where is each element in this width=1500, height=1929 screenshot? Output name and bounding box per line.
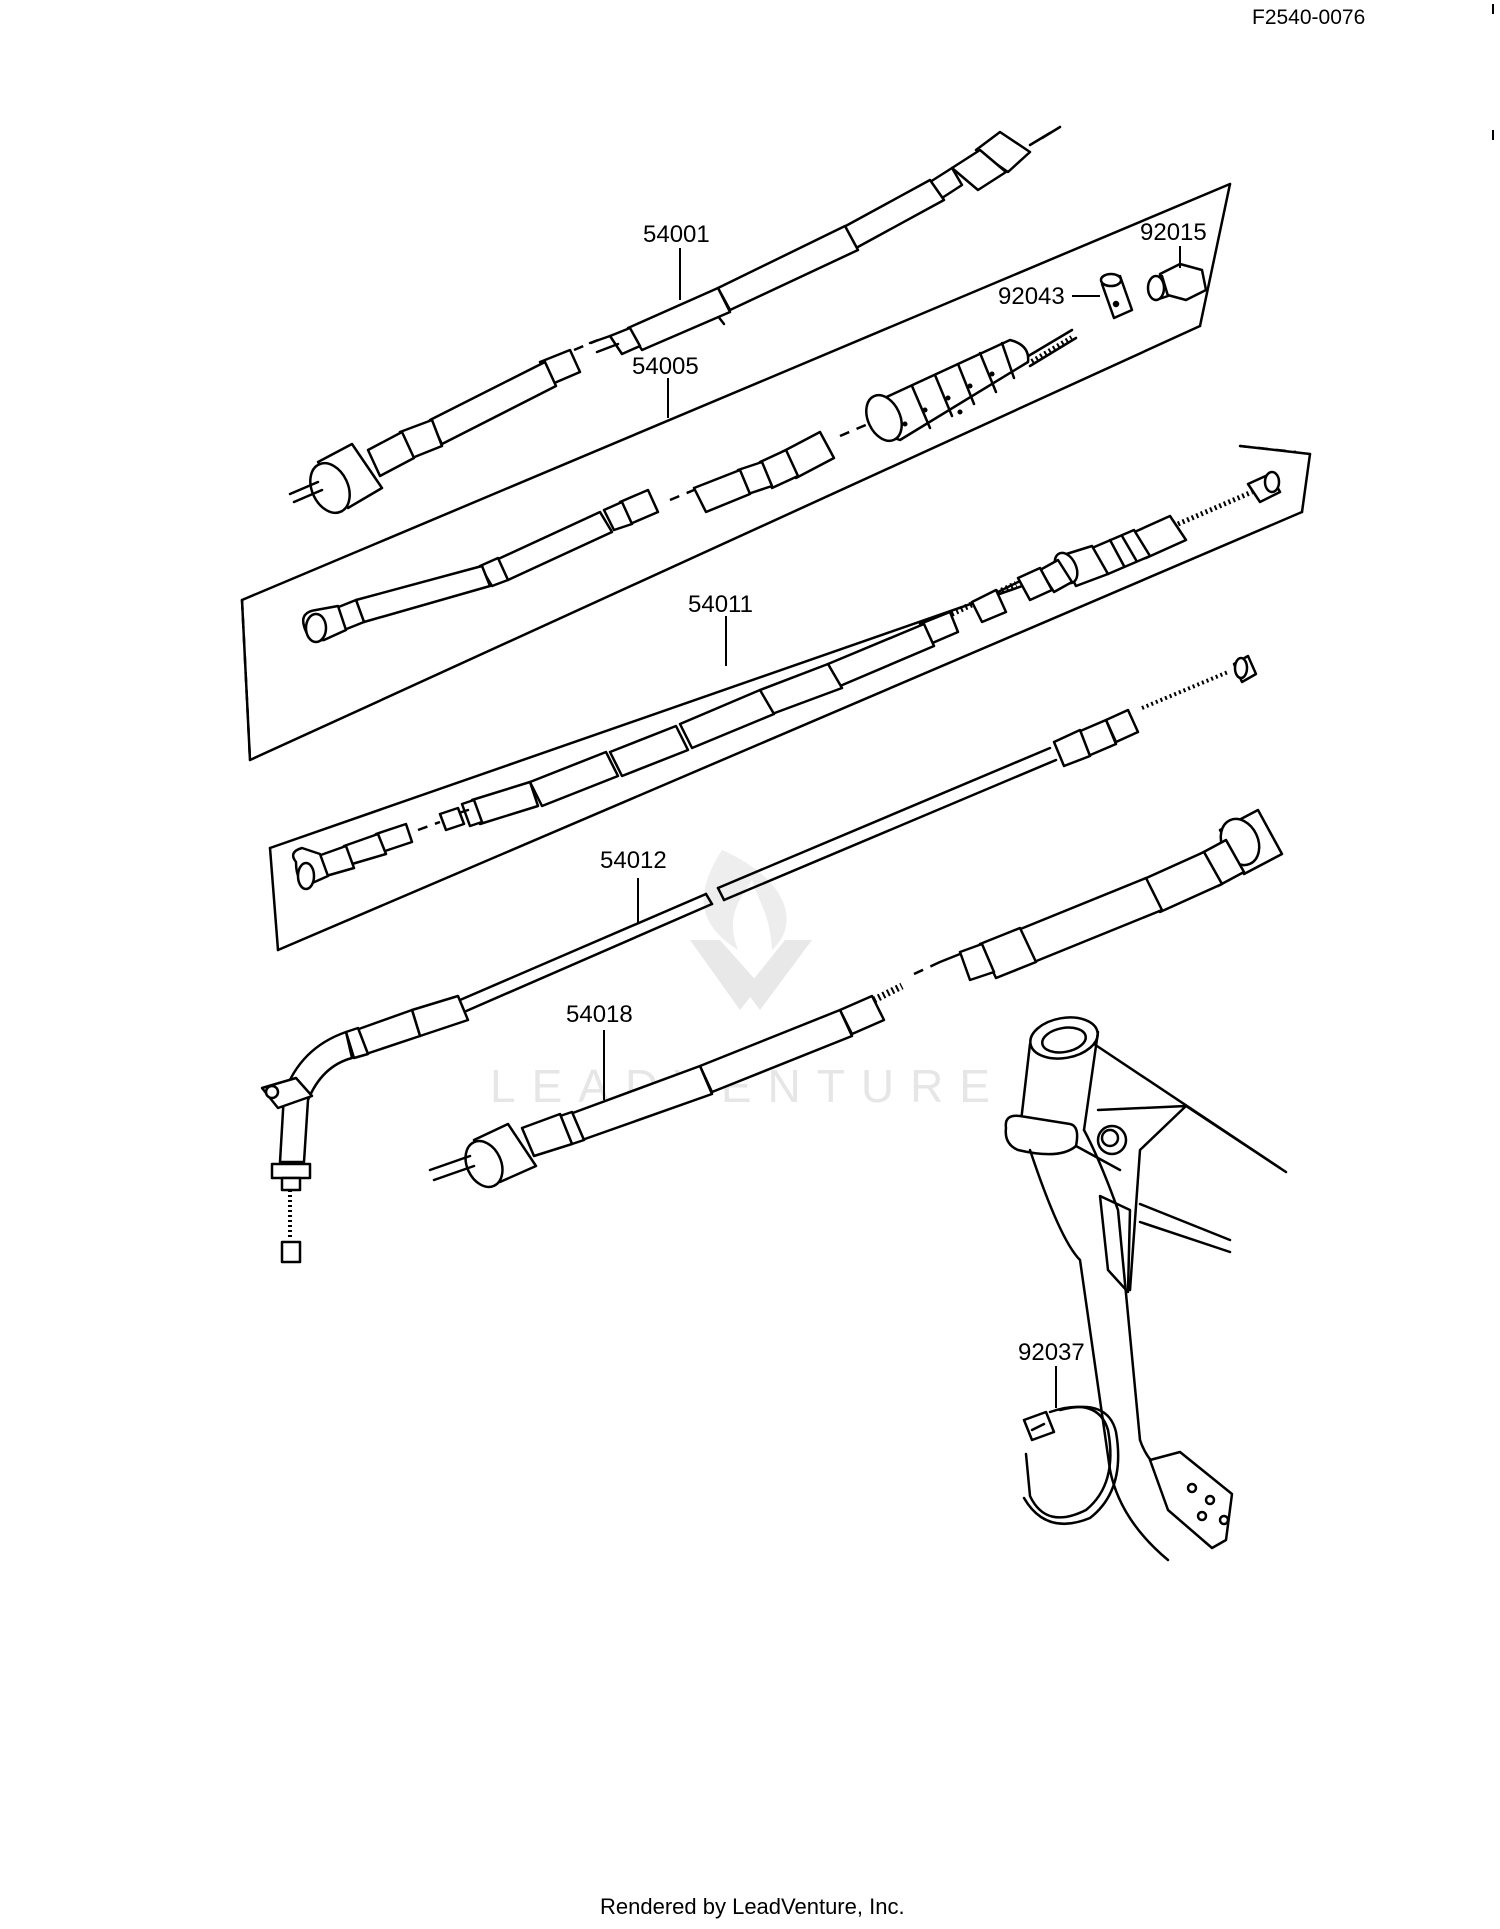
cable-54011 — [291, 470, 1282, 891]
part-label-54018: 54018 — [566, 1001, 633, 1028]
part-label-92037: 92037 — [1018, 1339, 1085, 1366]
part-label-54012: 54012 — [600, 847, 667, 874]
footer-credit: Rendered by LeadVenture, Inc. — [600, 1894, 905, 1919]
part-92037 — [1022, 1405, 1120, 1526]
frame-section — [1004, 1016, 1288, 1562]
part-label-92015: 92015 — [1140, 219, 1207, 246]
cable-54001 — [288, 125, 1062, 515]
frame-54005 — [240, 182, 1232, 762]
part-92015 — [1146, 262, 1208, 302]
cable-54018 — [428, 808, 1284, 1189]
part-label-54011: 54011 — [688, 591, 753, 618]
part-label-54005: 54005 — [632, 353, 699, 380]
leadventure-logo-icon — [690, 850, 812, 1010]
part-label-92043: 92043 — [998, 283, 1065, 310]
cable-54012 — [260, 654, 1258, 1264]
part-label-54001: 54001 — [643, 221, 710, 248]
cable-54005 — [302, 328, 1078, 644]
part-92043 — [1099, 272, 1134, 320]
diagram-code: F2540-0076 — [1252, 6, 1365, 29]
